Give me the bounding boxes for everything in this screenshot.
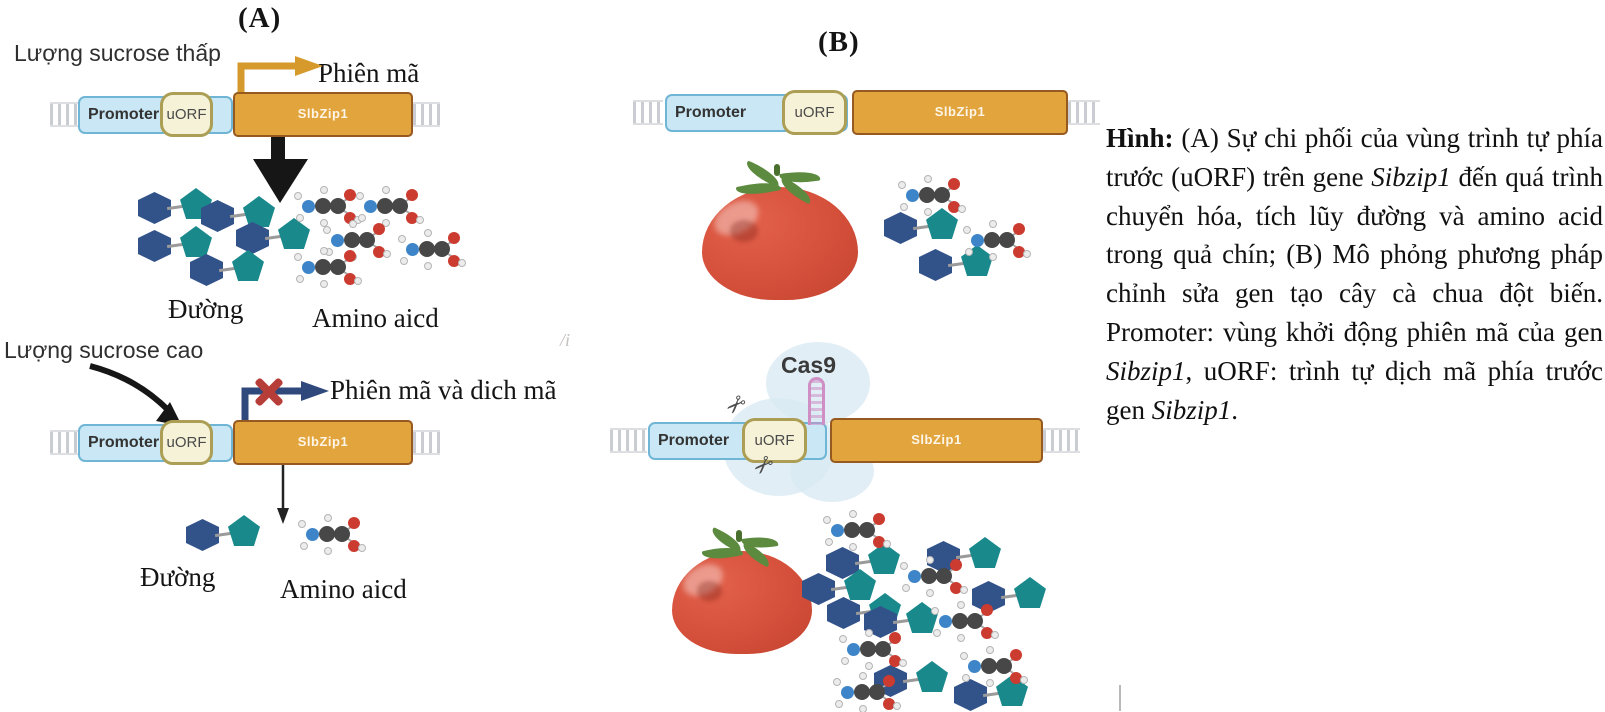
gene-map: Promoter uORF SlbZip1 (48, 92, 440, 138)
amino-acid-molecule (294, 186, 362, 228)
pentose-icon (969, 537, 1001, 568)
slbzip1-label: SlbZip1 (297, 434, 349, 449)
caption-segment: đến quá trình chuyển hóa, tích lũy đường… (1106, 161, 1603, 347)
dna-strand-icon (50, 430, 78, 455)
promoter-box: Promoter (665, 94, 848, 132)
panel-a-title: (A) (238, 2, 282, 34)
amino-acid-molecule (931, 601, 999, 643)
gene-map: Promoter uORF SlbZip1 (610, 418, 1080, 464)
amino-acid-molecule (823, 510, 891, 552)
amino-acid-molecule (839, 629, 907, 671)
big-down-arrow-icon (253, 137, 308, 203)
tomato-edited (672, 527, 812, 654)
caption-segment: Sibzip1 (1106, 355, 1186, 386)
amino-acid-molecule (898, 175, 966, 217)
low-sucrose-label: Lượng sucrose thấp (14, 40, 221, 66)
sugar-molecule (802, 568, 876, 608)
transcription-label: Phiên mã (318, 58, 420, 88)
amino-acid-molecule (960, 646, 1028, 688)
sugar-molecule (972, 576, 1046, 616)
panel-b-title: (B) (818, 26, 860, 58)
hexose-icon (190, 254, 223, 286)
tomato-stem (774, 164, 780, 176)
amino-acid-molecule (963, 220, 1031, 262)
amino-acid-molecule (298, 514, 366, 556)
stray-mark: /i (560, 330, 571, 350)
high-sucrose-label: Lượng sucrose cao (4, 337, 204, 363)
red-x-icon (253, 376, 285, 408)
dna-strand-icon (1068, 100, 1100, 125)
promoter-label: Promoter (658, 432, 730, 449)
promoter-label: Promoter (88, 434, 160, 451)
dna-strand-icon (633, 100, 663, 125)
amino-label-bottom: Amino aicd (280, 574, 407, 604)
tomato-body (702, 186, 858, 300)
uorf-box: uORF (782, 90, 847, 135)
amino-acid-molecule (833, 672, 901, 712)
gene-map: Promoter uORF SlbZip1 (633, 90, 1100, 136)
sugar-label-bottom: Đường (140, 562, 216, 592)
caption-segment: Sibzip1 (1151, 394, 1232, 425)
uorf-label: uORF (166, 434, 207, 451)
guide-rna-icon (808, 377, 825, 425)
slbzip1-box: SlbZip1 (830, 418, 1043, 463)
figure-caption: Hình: (A) Sự chi phối của vùng trình tự … (1106, 119, 1603, 429)
cas9-label: Cas9 (781, 352, 836, 378)
gene-map: Promoter uORF SlbZip1 (48, 420, 440, 466)
dna-strand-icon (1043, 428, 1080, 453)
dna-strand-icon (610, 428, 647, 453)
tomato-shadow (697, 580, 723, 602)
uorf-label: uORF (794, 104, 835, 121)
thin-down-arrow-icon (277, 462, 289, 524)
sugar-molecule (954, 674, 1028, 712)
transcription-arrow-icon (237, 56, 323, 98)
promoter-label: Promoter (675, 104, 747, 121)
caption-segment: . (1231, 394, 1238, 425)
caption-segment: Sibzip1 (1371, 161, 1451, 192)
sugar-molecule (201, 195, 275, 235)
sugar-molecule (826, 542, 900, 582)
dna-strand-icon (413, 430, 440, 455)
tomato-shadow (730, 219, 759, 243)
caption-segment: , uORF: trình tự dịch mã phía trước gen (1106, 355, 1603, 425)
caption-segment: Hình: (1106, 123, 1174, 153)
uorf-box: uORF (160, 92, 213, 137)
uorf-label: uORF (166, 106, 207, 123)
pentose-icon (232, 250, 264, 281)
caption-segment: (A) Sự chi phối của vùng trình tự phía t… (1106, 123, 1603, 192)
sugar-molecule (884, 207, 958, 247)
uorf-box: uORF (742, 418, 807, 463)
pentose-icon (228, 515, 260, 546)
sugar-molecule (138, 225, 212, 265)
sugar-molecule (190, 249, 264, 289)
amino-acid-molecule (356, 186, 424, 228)
dna-strand-icon (50, 102, 78, 127)
slbzip1-box: SlbZip1 (233, 92, 413, 137)
sugar-molecule (927, 536, 1001, 576)
tomato-body (672, 550, 812, 654)
slbzip1-label: SlbZip1 (934, 104, 986, 119)
amino-acid-molecule (323, 220, 391, 262)
tomato-stem (736, 530, 742, 542)
slbzip1-box: SlbZip1 (852, 90, 1068, 135)
stray-line (1119, 685, 1121, 711)
slbzip1-box: SlbZip1 (233, 420, 413, 465)
transcription-translation-label: Phiên mã và dich mã (330, 375, 557, 405)
sugar-molecule (236, 217, 310, 257)
pentose-icon (1014, 577, 1046, 608)
amino-label-top: Amino aicd (312, 303, 439, 333)
dna-strand-icon (413, 102, 440, 127)
tomato-small (702, 160, 858, 300)
amino-acid-molecule (398, 229, 466, 271)
amino-acid-molecule (294, 247, 362, 289)
sugar-label-top: Đường (168, 294, 244, 324)
uorf-box: uORF (160, 420, 213, 465)
slbzip1-label: SlbZip1 (297, 106, 349, 121)
amino-acid-molecule (900, 556, 968, 598)
promoter-label: Promoter (88, 106, 160, 123)
pentose-icon (916, 661, 948, 692)
sugar-molecule (186, 514, 260, 554)
uorf-label: uORF (754, 432, 795, 449)
slbzip1-label: SlbZip1 (911, 432, 962, 447)
